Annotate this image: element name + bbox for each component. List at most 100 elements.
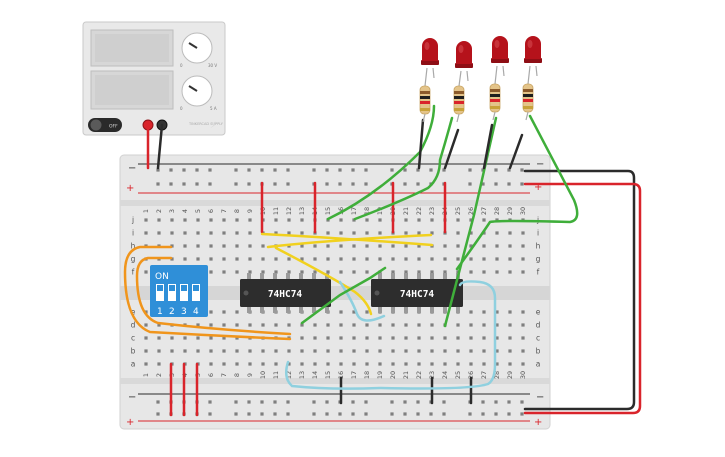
column-label: 2: [155, 373, 163, 377]
dip-switch[interactable]: ON 1 2 3 4: [150, 265, 208, 317]
column-label: 22: [415, 207, 423, 215]
hole: [144, 218, 148, 222]
hole: [482, 323, 486, 327]
hole: [495, 257, 499, 261]
hole: [235, 323, 239, 327]
led-3[interactable]: [491, 36, 509, 85]
led-2[interactable]: [455, 41, 473, 87]
column-label: 29: [506, 371, 514, 379]
signal-wires[interactable]: [123, 104, 579, 390]
hole: [443, 349, 447, 353]
hole: [261, 244, 265, 248]
dip-toggle-2[interactable]: [168, 284, 176, 301]
hole: [222, 336, 226, 340]
svg-text:+: +: [534, 182, 542, 193]
hole: [456, 362, 460, 366]
chip-pin: [260, 306, 264, 313]
led-bulb: [456, 41, 472, 64]
hole: [300, 257, 304, 261]
resistor-3[interactable]: [489, 83, 501, 121]
supply-wires[interactable]: [146, 123, 642, 415]
hole: [521, 244, 525, 248]
column-label: 17: [350, 371, 358, 379]
hole: [508, 310, 512, 314]
rail-hole: [403, 182, 407, 186]
hole: [391, 244, 395, 248]
resistor-2[interactable]: [453, 85, 465, 123]
hole: [456, 244, 460, 248]
rail-hole: [260, 412, 264, 416]
hole: [352, 310, 356, 314]
hole: [482, 270, 486, 274]
hole: [456, 231, 460, 235]
hole: [417, 218, 421, 222]
hole: [391, 336, 395, 340]
hole: [508, 270, 512, 274]
column-labels: 1122334455667788991010111112121313141415…: [142, 207, 527, 379]
led-1[interactable]: [421, 38, 439, 87]
rail-hole: [312, 400, 316, 404]
hole: [183, 336, 187, 340]
hole: [274, 362, 278, 366]
hole: [222, 231, 226, 235]
row-label: b: [536, 347, 541, 356]
led-array[interactable]: [419, 36, 542, 123]
rail-jumpers[interactable]: [169, 181, 473, 417]
hole: [521, 231, 525, 235]
chip-1-label: 74HC74: [268, 289, 303, 300]
hole: [495, 336, 499, 340]
hole: [170, 257, 174, 261]
hole: [170, 336, 174, 340]
hole: [300, 218, 304, 222]
led-4[interactable]: [524, 36, 542, 85]
chip-1[interactable]: 74HC74: [240, 273, 331, 313]
rail-symbols: − + − + − + − +: [126, 159, 544, 428]
dip-toggle-3[interactable]: [180, 284, 188, 301]
hole: [326, 323, 330, 327]
chip-2[interactable]: 74HC74: [371, 273, 463, 313]
hole: [261, 362, 265, 366]
rail-hole: [351, 400, 355, 404]
column-label: 27: [480, 207, 488, 215]
column-label: 6: [207, 209, 215, 213]
hole: [248, 244, 252, 248]
rail-hole: [182, 182, 186, 186]
rail-hole: [260, 168, 264, 172]
hole: [287, 323, 291, 327]
rail-hole: [364, 168, 368, 172]
resistor-4[interactable]: [522, 83, 534, 121]
chip-pin: [299, 273, 303, 280]
row-label: e: [131, 308, 136, 317]
chip-pin: [325, 306, 329, 313]
dip-toggle-1[interactable]: [156, 284, 164, 301]
hole: [196, 231, 200, 235]
breadboard[interactable]: 1122334455667788991010111112121313141415…: [119, 154, 551, 430]
hole: [170, 218, 174, 222]
dip-toggle-4[interactable]: [192, 284, 200, 301]
hole: [495, 349, 499, 353]
rail-hole: [338, 182, 342, 186]
rail-hole: [468, 182, 472, 186]
hole: [274, 257, 278, 261]
led-ground-wires[interactable]: [417, 118, 524, 170]
row-label: g: [131, 255, 136, 264]
hole: [456, 218, 460, 222]
rail-hole: [247, 412, 251, 416]
rail-hole: [520, 412, 524, 416]
hole: [495, 310, 499, 314]
hole: [209, 244, 213, 248]
hole: [469, 336, 473, 340]
power-supply[interactable]: 0 30 V 0 5 A OFF TINKERCAD SUPPLY ⚡: [82, 21, 226, 136]
rail-hole: [390, 412, 394, 416]
hole: [222, 362, 226, 366]
resistor-1[interactable]: [419, 85, 431, 123]
chip-pin: [391, 306, 395, 313]
hole: [339, 270, 343, 274]
hole: [209, 362, 213, 366]
rail-hole: [442, 412, 446, 416]
row-label: f: [537, 268, 540, 277]
rail-hole: [507, 168, 511, 172]
led-rim: [491, 58, 509, 63]
